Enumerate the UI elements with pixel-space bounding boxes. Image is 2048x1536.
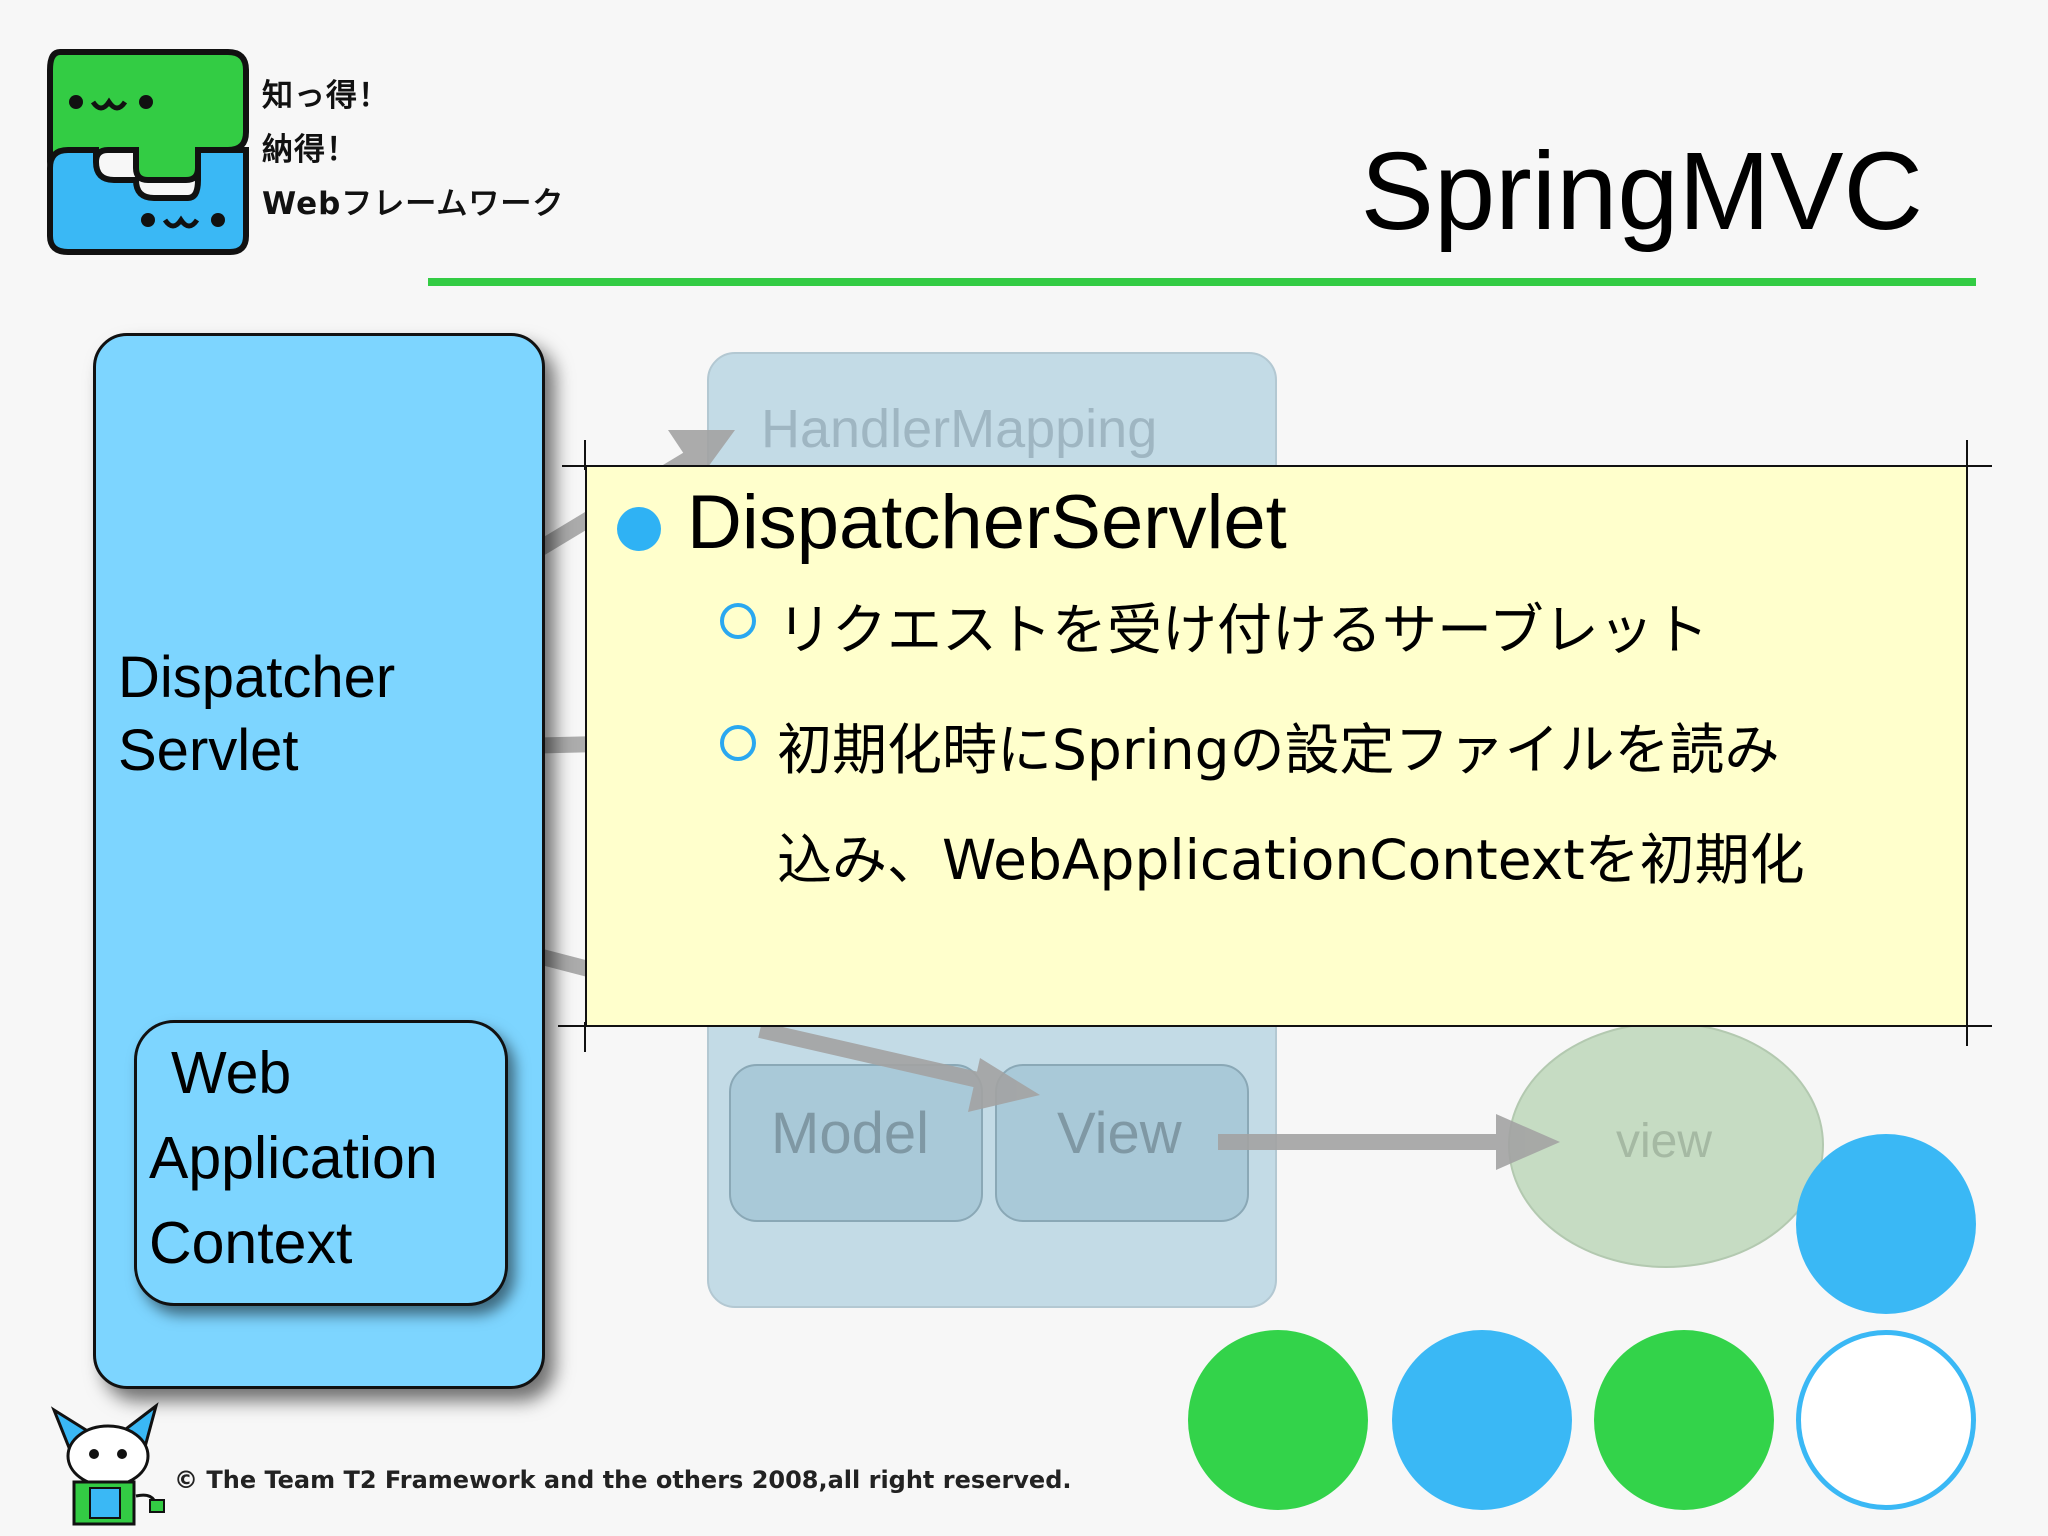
copyright-text: © The Team T2 Framework and the others 2… [174, 1466, 1072, 1494]
arrow-view-to-ellipse [1218, 1114, 1560, 1170]
callout-item-1: リクエストを受け付けるサーブレット [777, 598, 1709, 662]
slide-title: SpringMVC [1360, 130, 1923, 253]
decor-circle-blue-top [1796, 1134, 1976, 1314]
web-application-context-box: Web Application Context [134, 1020, 508, 1306]
callout-heading: DispatcherServlet [687, 480, 1287, 565]
callout-box: DispatcherServlet リクエストを受け付けるサーブレット 初期化時… [585, 465, 1968, 1027]
dispatcher-servlet-label-line-2: Servlet [118, 718, 299, 783]
crop-mark [584, 440, 586, 470]
model-box: Model [729, 1064, 983, 1222]
crop-mark [558, 1025, 588, 1027]
view-box-label: View [1057, 1101, 1182, 1166]
circle-bullet-icon [720, 603, 756, 639]
mascot-icon [50, 1402, 165, 1526]
web-application-context-label: Web Application Context [149, 1031, 438, 1286]
crop-mark [1962, 1025, 1992, 1027]
callout-item-2-continued: 込み、WebApplicationContextを初期化 [777, 828, 1805, 892]
handler-mapping-label: HandlerMapping [761, 399, 1158, 459]
view-ellipse: view [1508, 1022, 1824, 1268]
logo-line-1: 知っ得！ [262, 78, 390, 114]
logo-line-3: Webフレームワーク [262, 186, 565, 222]
crop-mark [584, 1022, 586, 1052]
decor-circle-outline [1796, 1330, 1976, 1510]
context-label-line-2: Application [149, 1125, 438, 1191]
title-rule [428, 278, 1976, 286]
decor-circle-green-1 [1188, 1330, 1368, 1510]
dispatcher-servlet-box: Dispatcher Servlet Web Application Conte… [93, 333, 545, 1389]
circle-bullet-icon [720, 725, 756, 761]
callout-item-2: 初期化時にSpringの設定ファイルを読み [777, 718, 1780, 782]
crop-mark [1966, 440, 1968, 470]
view-box: View [995, 1064, 1249, 1222]
context-label-line-1: Web [171, 1040, 292, 1106]
model-label: Model [771, 1101, 929, 1166]
logo-icon [47, 49, 249, 255]
bullet-icon [617, 507, 661, 551]
decor-circle-blue-1 [1392, 1330, 1572, 1510]
context-label-line-3: Context [149, 1210, 353, 1276]
view-ellipse-label: view [1616, 1115, 1713, 1168]
crop-mark [1966, 1022, 1968, 1046]
dispatcher-servlet-label: Dispatcher Servlet [118, 641, 395, 787]
crop-mark [1962, 465, 1992, 467]
dispatcher-servlet-label-line-1: Dispatcher [118, 645, 396, 710]
crop-mark [562, 465, 592, 467]
logo-line-2: 納得！ [262, 132, 358, 168]
decor-circle-green-2 [1594, 1330, 1774, 1510]
